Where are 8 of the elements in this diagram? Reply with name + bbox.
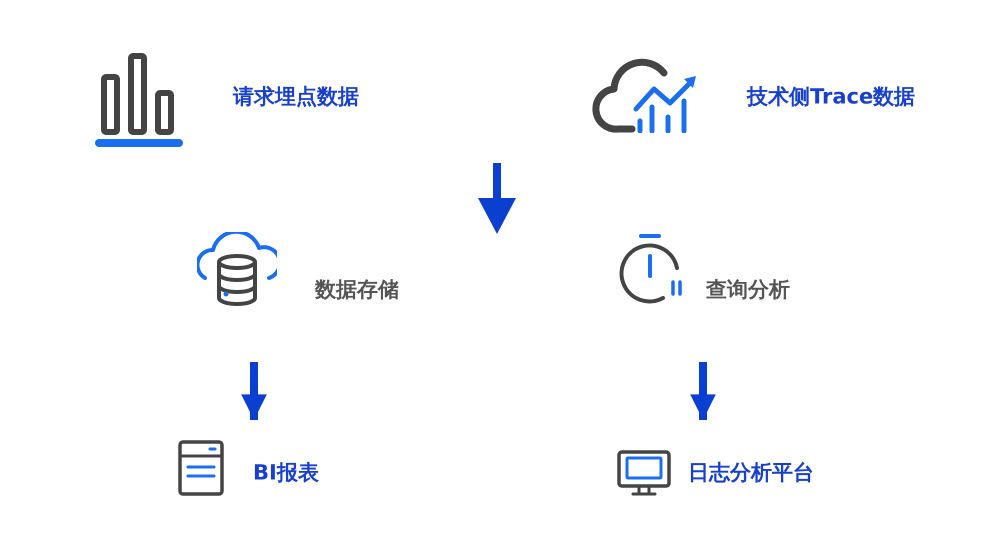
node-label: 请求埋点数据 bbox=[233, 86, 359, 108]
node-label: BI报表 bbox=[253, 462, 319, 484]
node-label: 查询分析 bbox=[706, 280, 790, 300]
node-label: 数据存储 bbox=[315, 280, 399, 300]
arrow bbox=[241, 362, 267, 420]
arrow bbox=[690, 362, 716, 420]
node-label: 技术侧Trace数据 bbox=[747, 86, 916, 108]
node-label: 日志分析平台 bbox=[688, 462, 814, 484]
